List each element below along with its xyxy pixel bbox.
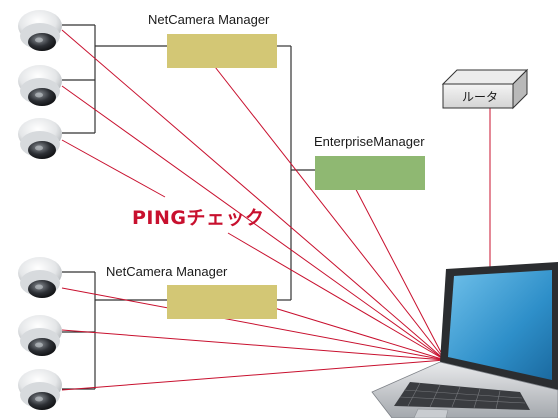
- router-label: ルータ: [462, 90, 499, 104]
- ping-check-label: PINGチェック: [132, 207, 265, 229]
- camera-icon: [18, 369, 62, 410]
- netcamera-manager-bottom-box: [167, 285, 277, 319]
- laptop-icon: [371, 262, 558, 418]
- camera-icon: [18, 118, 62, 159]
- enterprise-manager-box: [315, 156, 425, 190]
- camera-icons: [18, 10, 62, 410]
- camera-icon: [18, 315, 62, 356]
- ping-lines: [61, 29, 491, 391]
- netcamera-manager-bottom-label: NetCamera Manager: [106, 264, 228, 279]
- camera-icon: [18, 10, 62, 51]
- netcamera-manager-top-box: [167, 34, 277, 68]
- router-icon: [441, 68, 529, 110]
- enterprise-manager-label: EnterpriseManager: [314, 134, 425, 149]
- netcamera-manager-top-label: NetCamera Manager: [148, 12, 270, 27]
- camera-icon: [18, 65, 62, 106]
- camera-icon: [18, 257, 62, 298]
- network-wiring: [62, 24, 315, 390]
